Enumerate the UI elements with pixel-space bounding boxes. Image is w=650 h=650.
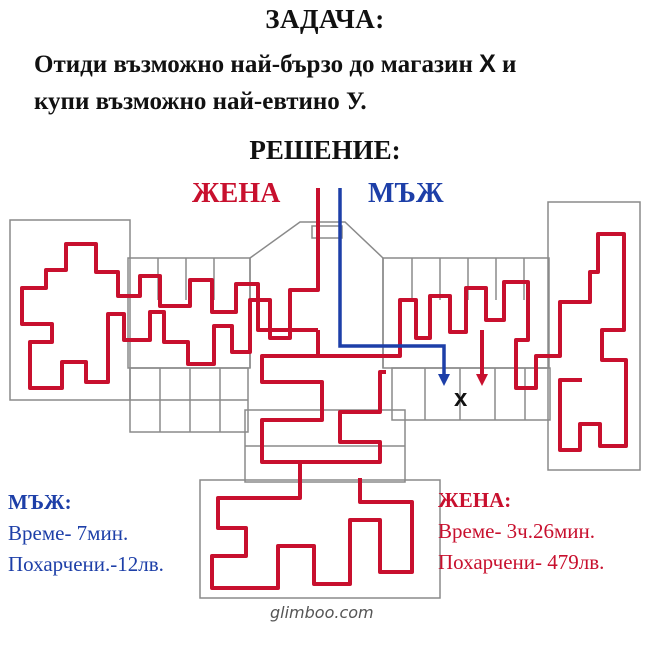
mall-floor-plan	[9, 201, 641, 599]
woman-stats: ЖЕНА: Време- 3ч.26мин. Похарчени- 479лв.	[438, 485, 604, 578]
solution-heading: РЕШЕНИЕ:	[249, 135, 401, 165]
credit-watermark: glimboo.com	[270, 603, 374, 622]
man-route-label: МЪЖ	[368, 178, 444, 209]
woman-route-label: ЖЕНА	[192, 178, 281, 209]
woman-path-bottom	[210, 462, 414, 590]
woman-spent: Похарчени- 479лв.	[438, 550, 605, 574]
task-line-1: Отиди възможно най-бързо до магазин Х и	[34, 46, 634, 83]
woman-time: Време- 3ч.26мин.	[438, 519, 596, 543]
woman-stats-heading: ЖЕНА:	[438, 488, 512, 512]
woman-path-left-wing	[20, 188, 320, 390]
right-wing	[547, 201, 641, 471]
man-path	[338, 188, 446, 378]
man-spent: Похарчени.-12лв.	[8, 552, 164, 576]
task-store-mark: Х	[479, 50, 496, 78]
right-lower-block	[391, 367, 551, 421]
man-stats: МЪЖ: Време- 7мин. Похарчени.-12лв.	[8, 487, 164, 580]
store-x-mark: x	[454, 385, 468, 412]
man-time: Време- 7мин.	[8, 521, 129, 545]
man-arrowhead	[438, 374, 450, 386]
left-wing	[9, 219, 131, 401]
task-line-1-start: Отиди възможно най-бързо до магазин	[34, 51, 480, 78]
man-route	[338, 188, 450, 386]
task-text: Отиди възможно най-бързо до магазин Х и …	[34, 46, 634, 120]
task-line-1-end: и	[495, 51, 517, 78]
task-title: ЗАДАЧА:	[265, 4, 385, 34]
woman-path-center	[260, 354, 386, 464]
woman-arrowhead	[476, 374, 488, 386]
woman-route	[20, 188, 628, 590]
woman-path-right-wing	[316, 232, 628, 452]
center-roof	[249, 221, 384, 259]
man-stats-heading: МЪЖ:	[8, 490, 72, 514]
entrance-door	[311, 225, 343, 239]
task-line-2: купи възможно най-евтино У.	[34, 88, 367, 115]
bottom-hall	[199, 479, 441, 599]
